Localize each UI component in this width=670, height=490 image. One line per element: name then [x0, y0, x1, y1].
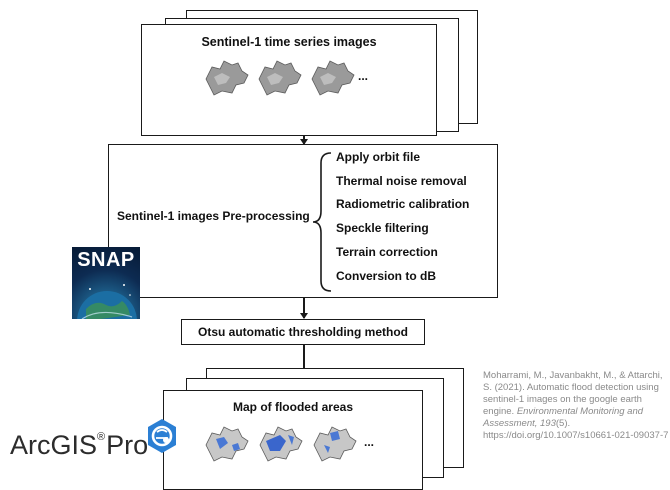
snap-logo: SNAP [72, 247, 140, 319]
citation-issue-doi: (5). https://doi.org/10.1007/s10661-021-… [483, 418, 669, 441]
citation-journal: Environmental Monitoring and Assessment,… [483, 406, 644, 429]
flood-map-thumbnail-1 [205, 426, 249, 462]
arcgis-globe-icon [148, 419, 176, 453]
step-thermal-noise-removal: Thermal noise removal [336, 174, 467, 188]
series-ellipsis: ... [358, 69, 369, 83]
preprocessing-label: Sentinel-1 images Pre-processing [117, 209, 310, 223]
flood-map-box: Map of flooded areas ... [163, 390, 423, 490]
sar-thumbnail-3 [311, 60, 355, 96]
flood-map-thumbnail-3 [313, 426, 357, 462]
otsu-label: Otsu automatic thresholding method [197, 325, 408, 339]
curly-brace [312, 152, 332, 292]
citation-text: Moharrami, M., Javanbakht, M., & Attarch… [483, 370, 670, 442]
step-speckle-filtering: Speckle filtering [336, 221, 429, 235]
flood-map-title: Map of flooded areas [232, 400, 354, 414]
connector-arrow-2 [299, 313, 308, 319]
step-conversion-to-db: Conversion to dB [336, 269, 437, 283]
earth-icon [77, 284, 137, 319]
sar-thumbnail-1 [205, 60, 249, 96]
otsu-box: Otsu automatic thresholding method [181, 319, 425, 345]
flood-map-ellipsis: ... [364, 435, 375, 449]
arcgis-registered-mark: ® [97, 431, 106, 443]
sentinel-series-title: Sentinel-1 time series images [201, 35, 377, 49]
flood-map-thumbnail-2 [259, 426, 303, 462]
connector-arrow-1 [299, 139, 308, 145]
preprocessing-box: Sentinel-1 images Pre-processing [108, 144, 498, 298]
sar-thumbnail-2 [258, 60, 302, 96]
step-radiometric-calibration: Radiometric calibration [336, 197, 470, 211]
citation-authors: Moharrami, M., Javanbakht, M., & Attarch… [483, 370, 663, 417]
snap-logo-text: SNAP [77, 249, 135, 271]
connector-line-3 [303, 345, 305, 387]
connector-line-2 [303, 298, 305, 318]
step-terrain-correction: Terrain correction [336, 245, 438, 259]
arcgis-logo-text: ArcGIS [10, 430, 98, 460]
sentinel-series-box: Sentinel-1 time series images ... [141, 24, 437, 136]
arcgis-pro-logo: ArcGIS®Pro [10, 420, 148, 460]
arcgis-pro-text: Pro [106, 430, 149, 460]
step-apply-orbit-file: Apply orbit file [336, 150, 420, 164]
